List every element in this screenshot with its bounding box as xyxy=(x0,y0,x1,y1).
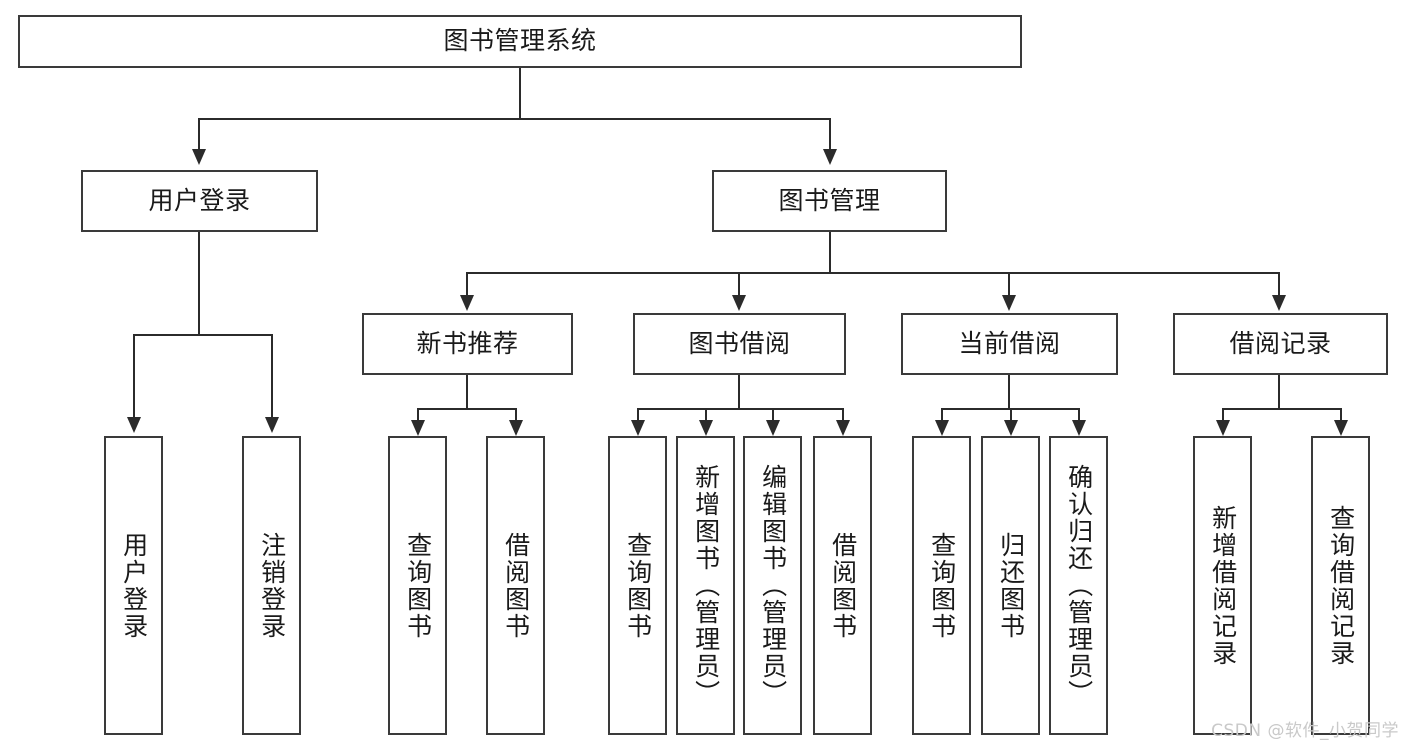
connector-user-login-stem xyxy=(198,232,201,335)
leaf-user-logout[interactable]: 注销登录 xyxy=(242,436,301,735)
connector-root-stem xyxy=(519,68,522,119)
leaf-confirm-return-admin-label: 确认归还（管理员） xyxy=(1064,464,1094,707)
node-new-book-recommendation[interactable]: 新书推荐 xyxy=(362,313,573,375)
leaf-return-book[interactable]: 归还图书 xyxy=(981,436,1040,735)
connector-current-borrow-to-leaf-2 xyxy=(1010,408,1013,421)
arrow-book-borrow-to-leaf-3 xyxy=(765,420,780,436)
connector-borrow-record-stem xyxy=(1278,375,1281,410)
connector-user-login-to-leaf-1 xyxy=(133,334,136,418)
connector-current-borrow-to-leaf-1 xyxy=(941,408,944,421)
leaf-edit-book-admin[interactable]: 编辑图书（管理员） xyxy=(743,436,802,735)
leaf-query-book-new-recommend-label: 查询图书 xyxy=(403,531,433,640)
connector-borrow-record-to-leaf-1 xyxy=(1222,408,1225,421)
arrow-current-borrow-to-leaf-1 xyxy=(934,420,949,436)
connector-root-bus xyxy=(198,118,831,121)
node-new-book-recommendation-label: 新书推荐 xyxy=(416,328,519,358)
connector-book-borrow-to-leaf-2 xyxy=(705,408,708,421)
connector-borrow-record-bus xyxy=(1222,408,1342,411)
connector-user-login-bus xyxy=(133,334,271,337)
connector-book-borrow-to-leaf-1 xyxy=(637,408,640,421)
connector-current-borrow-to-leaf-3 xyxy=(1078,408,1081,421)
arrow-new-book-to-leaf-1 xyxy=(410,420,425,436)
leaf-query-book-current-label: 查询图书 xyxy=(927,531,957,640)
leaf-add-book-admin-label: 新增图书（管理员） xyxy=(691,464,721,707)
arrow-current-borrow-to-leaf-3 xyxy=(1071,420,1086,436)
arrow-root-to-user-login xyxy=(191,149,206,165)
arrow-book-manage-to-current-borrow xyxy=(1001,295,1016,311)
arrow-book-borrow-to-leaf-2 xyxy=(698,420,713,436)
leaf-query-book-current[interactable]: 查询图书 xyxy=(912,436,971,735)
connector-book-manage-to-new-book xyxy=(466,272,469,296)
connector-root-to-book-manage xyxy=(829,118,832,150)
leaf-edit-book-admin-label: 编辑图书（管理员） xyxy=(758,464,788,707)
arrow-root-to-book-manage xyxy=(822,149,837,165)
arrow-borrow-record-to-leaf-2 xyxy=(1333,420,1348,436)
node-book-borrow[interactable]: 图书借阅 xyxy=(633,313,846,375)
connector-book-manage-to-borrow-record xyxy=(1278,272,1281,296)
connector-book-manage-bus xyxy=(466,272,1280,275)
arrow-user-login-to-leaf-1 xyxy=(126,417,141,433)
arrow-new-book-to-leaf-2 xyxy=(508,420,523,436)
leaf-confirm-return-admin[interactable]: 确认归还（管理员） xyxy=(1049,436,1108,735)
connector-book-manage-to-current-borrow xyxy=(1008,272,1011,296)
leaf-query-book-new-recommend[interactable]: 查询图书 xyxy=(388,436,447,735)
node-root-book-management-system[interactable]: 图书管理系统 xyxy=(18,15,1022,68)
leaf-user-logout-label: 注销登录 xyxy=(257,531,287,640)
connector-user-login-to-leaf-2 xyxy=(271,334,274,418)
node-current-borrow[interactable]: 当前借阅 xyxy=(901,313,1118,375)
leaf-query-borrow-record-label: 查询借阅记录 xyxy=(1326,504,1356,667)
node-user-login-label: 用户登录 xyxy=(148,185,251,215)
node-user-login[interactable]: 用户登录 xyxy=(81,170,318,232)
leaf-borrow-book-new-recommend-label: 借阅图书 xyxy=(501,531,531,640)
node-borrow-record[interactable]: 借阅记录 xyxy=(1173,313,1388,375)
leaf-return-book-label: 归还图书 xyxy=(996,531,1026,640)
leaf-query-borrow-record[interactable]: 查询借阅记录 xyxy=(1311,436,1370,735)
leaf-query-book-borrow[interactable]: 查询图书 xyxy=(608,436,667,735)
leaf-borrow-book-borrow[interactable]: 借阅图书 xyxy=(813,436,872,735)
arrow-book-borrow-to-leaf-1 xyxy=(630,420,645,436)
leaf-user-login[interactable]: 用户登录 xyxy=(104,436,163,735)
node-borrow-record-label: 借阅记录 xyxy=(1229,328,1332,358)
arrow-borrow-record-to-leaf-1 xyxy=(1215,420,1230,436)
arrow-book-manage-to-new-book xyxy=(459,295,474,311)
connector-book-manage-to-book-borrow xyxy=(738,272,741,296)
connector-book-manage-stem xyxy=(829,232,832,274)
leaf-add-borrow-record[interactable]: 新增借阅记录 xyxy=(1193,436,1252,735)
arrow-book-borrow-to-leaf-4 xyxy=(835,420,850,436)
connector-root-to-user-login xyxy=(198,118,201,150)
arrow-current-borrow-to-leaf-2 xyxy=(1003,420,1018,436)
node-root-label: 图书管理系统 xyxy=(443,26,597,56)
leaf-user-login-label: 用户登录 xyxy=(119,531,149,640)
connector-book-borrow-to-leaf-3 xyxy=(772,408,775,421)
connector-new-book-to-leaf-2 xyxy=(515,408,518,421)
connector-borrow-record-to-leaf-2 xyxy=(1340,408,1343,421)
node-book-management-label: 图书管理 xyxy=(778,185,881,215)
node-current-borrow-label: 当前借阅 xyxy=(958,328,1061,358)
connector-book-borrow-to-leaf-4 xyxy=(842,408,845,421)
leaf-borrow-book-new-recommend[interactable]: 借阅图书 xyxy=(486,436,545,735)
connector-book-borrow-bus xyxy=(637,408,844,411)
leaf-borrow-book-borrow-label: 借阅图书 xyxy=(828,531,858,640)
leaf-query-book-borrow-label: 查询图书 xyxy=(623,531,653,640)
connector-new-book-stem xyxy=(466,375,469,410)
node-book-borrow-label: 图书借阅 xyxy=(688,328,791,358)
arrow-book-manage-to-book-borrow xyxy=(731,295,746,311)
connector-new-book-to-leaf-1 xyxy=(417,408,420,421)
connector-current-borrow-stem xyxy=(1008,375,1011,410)
connector-new-book-bus xyxy=(417,408,517,411)
csdn-watermark: CSDN @软件_小贺同学 xyxy=(1211,721,1399,741)
leaf-add-book-admin[interactable]: 新增图书（管理员） xyxy=(676,436,735,735)
arrow-book-manage-to-borrow-record xyxy=(1271,295,1286,311)
node-book-management[interactable]: 图书管理 xyxy=(712,170,947,232)
connector-book-borrow-stem xyxy=(738,375,741,410)
arrow-user-login-to-leaf-2 xyxy=(264,417,279,433)
leaf-add-borrow-record-label: 新增借阅记录 xyxy=(1208,504,1238,667)
